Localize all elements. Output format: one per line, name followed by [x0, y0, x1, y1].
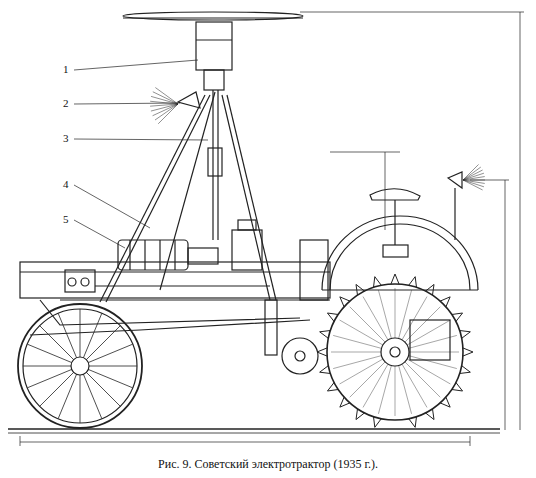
lamp-rays — [463, 164, 485, 190]
leader-lines — [74, 60, 208, 248]
callout-number: 3 — [62, 133, 70, 144]
dimension-lines — [20, 12, 524, 446]
spray-lamp — [178, 92, 200, 108]
ground-line — [8, 433, 500, 434]
driver-post — [370, 172, 462, 257]
wheel-spikes — [317, 274, 473, 427]
motor-unit — [65, 220, 270, 292]
callout-number: 2 — [62, 98, 70, 109]
callout-number: 1 — [62, 64, 70, 75]
lamp-rays — [150, 88, 178, 124]
mast — [100, 90, 276, 302]
callout-number: 5 — [62, 214, 70, 225]
canopy — [123, 12, 303, 90]
callout-number: 4 — [62, 179, 70, 190]
figure-caption: Рис. 9. Советский электротрактор (1935 г… — [0, 458, 536, 470]
front-wheel — [282, 284, 463, 420]
wheel-spokes — [23, 309, 137, 423]
rear-wheel — [18, 304, 142, 428]
chassis — [20, 240, 330, 355]
